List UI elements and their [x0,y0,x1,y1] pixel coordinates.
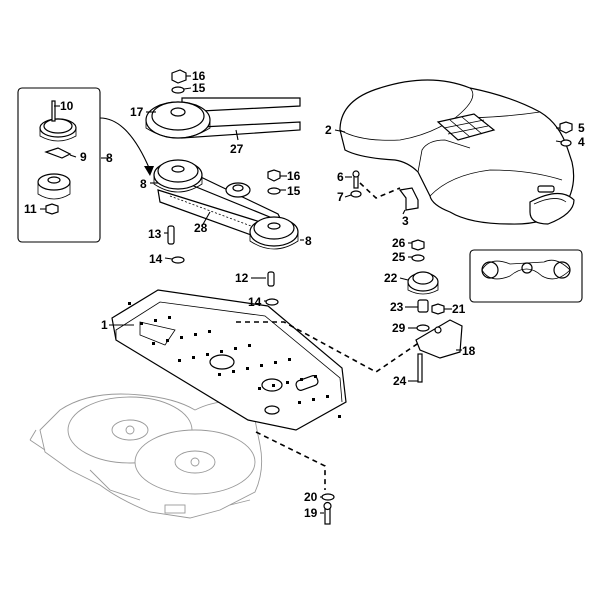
idler-pulley [225,182,251,198]
cover-fasteners [350,121,573,198]
callout-15-top: 15 [192,81,206,95]
callout-10: 10 [60,99,74,113]
plate-hole [152,342,155,345]
plate-hole [338,415,341,418]
callout-27: 27 [230,142,244,156]
belt-routing-inset [469,249,583,303]
plate-hole [232,370,235,373]
plate-hole [286,381,289,384]
callout-20: 20 [304,490,318,504]
top-fasteners [171,69,187,94]
plate-holes [128,302,341,418]
spacers [167,225,279,306]
callout-14-left: 14 [149,252,163,266]
callout-22: 22 [384,271,398,285]
plate-hole [314,375,317,378]
plate-hole [272,384,275,387]
callout-21: 21 [452,302,466,316]
callout-17: 17 [130,105,144,119]
callout-8-right: 8 [305,234,312,248]
callout-26: 26 [392,236,406,250]
callout-4: 4 [578,135,585,149]
callout-3: 3 [402,214,409,228]
plate-hole [234,347,237,350]
right-pulley [249,216,299,250]
plate-hole [288,358,291,361]
callout-6: 6 [337,170,344,184]
leader-lines [40,75,563,514]
callout-12: 12 [235,271,249,285]
callout-5: 5 [578,121,585,135]
plate-hole [194,333,197,336]
plate-hole [192,356,195,359]
plate-hole [326,395,329,398]
callout-24: 24 [393,374,407,388]
plate-hole [312,398,315,401]
plate-hole [208,330,211,333]
vent-grille [436,113,496,141]
plate-hole [154,319,157,322]
callout-28: 28 [194,221,208,235]
plate-hole [274,361,277,364]
callout-29: 29 [392,321,406,335]
plate-hole [180,336,183,339]
callout-14-right: 14 [248,295,262,309]
callout-18: 18 [462,344,476,358]
inset-box [17,87,101,243]
plate-hole [246,367,249,370]
plate-hole [258,387,261,390]
bracket-3 [398,187,419,211]
plate-hole [206,353,209,356]
callout-19: 19 [304,506,318,520]
plate-hole [140,322,143,325]
tensioner-assembly [407,239,463,383]
inset-arrow-head [144,166,154,176]
plate-hole [248,344,251,347]
callout-25: 25 [392,250,406,264]
callout-7: 7 [337,190,344,204]
callout-8-left: 8 [140,177,147,191]
callout-16-top: 16 [192,69,206,83]
plate-hole [128,302,131,305]
callout-labels: 1 2 3 4 5 6 7 8 8 8 9 10 11 12 13 14 14 … [24,69,585,520]
callout-1: 1 [101,318,108,332]
callout-23: 23 [390,300,404,314]
callout-11: 11 [24,202,37,216]
bottom-fasteners [321,493,335,525]
mower-deck [29,393,263,519]
inset-arrow-line [99,117,151,171]
dashed-guides [236,182,421,490]
plate-hole [298,401,301,404]
plate-hole [168,316,171,319]
callout-2: 2 [325,123,332,137]
callout-9: 9 [80,150,87,164]
mounting-plate [111,289,347,431]
plate-hole [220,350,223,353]
left-pulley [153,159,203,193]
plate-hole [178,359,181,362]
plate-hole [218,373,221,376]
cover [339,79,575,225]
callout-13: 13 [148,227,162,241]
plate-hole [260,364,263,367]
callout-8-inset: 8 [106,151,113,165]
plate-hole [166,339,169,342]
drive-belt [145,97,301,139]
plate-hole [300,378,303,381]
right-fasteners [267,169,281,195]
callout-16-right: 16 [287,169,301,183]
callout-15-right: 15 [287,184,301,198]
